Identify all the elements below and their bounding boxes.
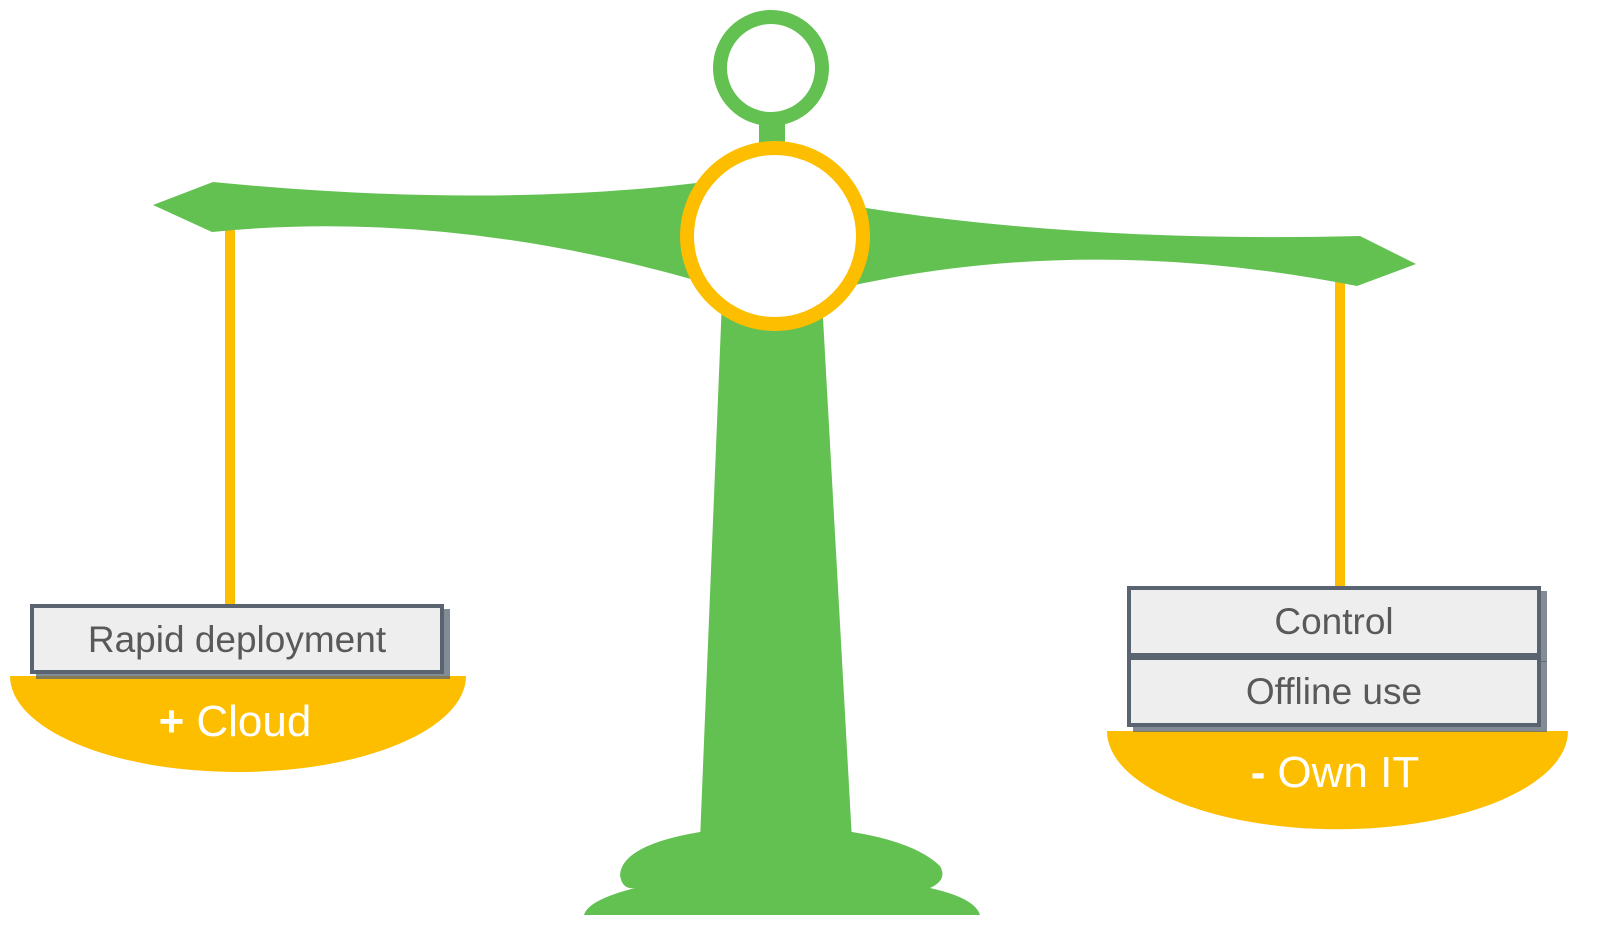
right-pan-item-box: Offline use [1127, 656, 1541, 727]
left-string [225, 222, 235, 608]
plus-icon: + [158, 697, 185, 746]
left-pan-item-box: Rapid deployment [30, 604, 444, 674]
right-pan-label: -Own IT [1215, 748, 1455, 798]
right-pan-item-label: Control [1274, 601, 1394, 642]
right-string [1335, 278, 1345, 590]
scale-base [584, 832, 980, 915]
pivot-ring [680, 141, 870, 331]
scale-column [700, 300, 852, 840]
right-pan-item-label: Offline use [1245, 671, 1423, 712]
left-pan [10, 676, 466, 772]
left-pan-label: +Cloud [130, 697, 340, 747]
top-ring [713, 10, 829, 126]
left-pan-item-label: Rapid deployment [87, 619, 387, 660]
minus-icon: - [1250, 748, 1266, 797]
right-pan [1107, 731, 1568, 830]
right-pan-item-box: Control [1127, 586, 1541, 657]
left-pan-title: Cloud [196, 697, 312, 746]
right-pan-title: Own IT [1277, 748, 1420, 797]
